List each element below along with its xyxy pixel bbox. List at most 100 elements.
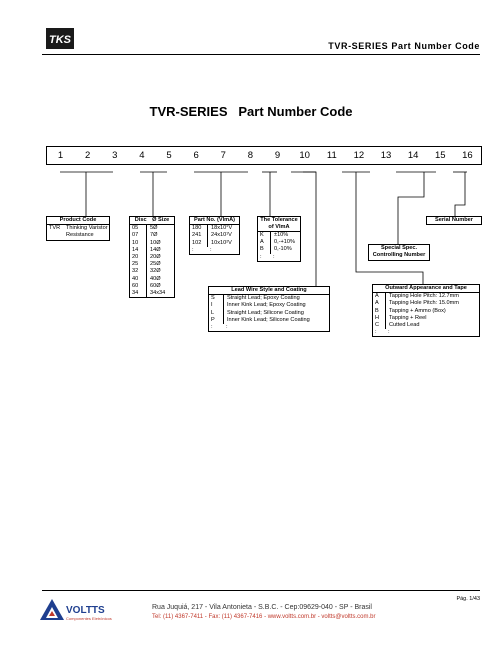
disc-size: 10Ø	[150, 239, 161, 246]
disc-size: 60Ø	[150, 282, 161, 289]
tolerance-code: B	[258, 246, 271, 254]
outward-desc: :	[388, 329, 390, 336]
disc-size-header: Disc Ø Size	[130, 217, 174, 226]
digit-12: 12	[353, 150, 365, 161]
lead-wire-header: Lead Wire Style and Coating	[209, 287, 329, 296]
serial-number-label: Serial Number	[435, 217, 473, 223]
digit-5: 5	[166, 150, 172, 161]
part-code: 241	[190, 232, 208, 240]
header-title: TVR-SERIES Part Number Code	[328, 41, 480, 51]
lead-code: P	[209, 316, 224, 325]
tolerance-header: The Tolerance of VlmA	[258, 217, 300, 232]
outward-header: Outward Appearance and Tape	[373, 285, 479, 294]
disc-size: 5Ø	[150, 225, 158, 232]
outward-code: C	[373, 322, 386, 330]
table-row: ::	[373, 329, 479, 336]
digit-6: 6	[193, 150, 199, 161]
product-code-table: Product Code TVR Thinking Varistor Resis…	[46, 216, 110, 241]
digit-7: 7	[220, 150, 226, 161]
tolerance-value: ±10%	[274, 232, 289, 238]
outward-code: H	[373, 314, 386, 323]
part-number-digits: 1 2 3 4 5 6 7 8 9 10 11 12 13 14 15 16	[46, 146, 482, 165]
size-header: Ø Size	[152, 217, 170, 223]
disc-code: 14	[130, 246, 147, 255]
tolerance-code: K	[258, 232, 271, 240]
part-value: 18x10°V	[211, 225, 233, 232]
svg-text:TKS: TKS	[49, 34, 72, 46]
lead-desc: Straight Lead; Epoxy Coating	[227, 295, 300, 302]
disc-size: 34x34	[150, 290, 166, 297]
outward-code: A	[373, 293, 386, 301]
outward-code: :	[375, 329, 377, 336]
digit-9: 9	[274, 150, 281, 161]
digit-11: 11	[326, 150, 337, 161]
doc-title-sub: Part Number Code	[238, 104, 353, 119]
tolerance-value: 0,-10%	[274, 246, 292, 253]
outward-desc: Tapping + Reel	[389, 314, 427, 321]
digit-13: 13	[380, 150, 392, 161]
part-code: :	[192, 246, 194, 253]
disc-size: 20Ø	[150, 254, 161, 261]
outward-desc: Tapping Hole Pitch: 15.0mm	[389, 300, 459, 307]
outward-desc: Cutted Lead	[389, 322, 420, 329]
digit-3: 3	[112, 150, 118, 161]
footer-divider	[42, 590, 480, 591]
disc-code: 07	[130, 232, 147, 240]
digit-10: 10	[299, 150, 310, 161]
disc-size: 40Ø	[150, 275, 161, 282]
tolerance-code: A	[258, 239, 271, 247]
digit-16: 16	[462, 150, 473, 161]
digit-15: 15	[435, 150, 446, 161]
lead-desc: Inner Kink Lead; Epoxy Coating	[227, 302, 306, 309]
digit-8: 8	[247, 150, 254, 161]
lead-desc: Inner Kink Lead; Silicone Coating	[227, 316, 310, 323]
digit-1: 1	[57, 150, 64, 161]
table-row: K±10%	[258, 232, 300, 240]
lead-desc: :	[226, 324, 228, 331]
voltts-brand: VOLTTS	[66, 605, 105, 616]
tolerance-header-line1: The Tolerance	[260, 217, 298, 223]
lead-desc: Straight Lead; Silicone Coating	[227, 309, 304, 316]
voltts-brand-sub: Componentes Eletrônicos	[66, 616, 112, 621]
outward-desc: Tapping Hole Pitch: 12.7mm	[389, 293, 459, 300]
disc-size: 32Ø	[150, 268, 161, 275]
special-spec-box: Special Spec. Controlling Number	[368, 244, 430, 261]
doc-title-main: TVR-SERIES	[149, 104, 228, 119]
digit-14: 14	[407, 150, 419, 161]
outward-code: A	[373, 300, 386, 308]
serial-number-box: Serial Number	[426, 216, 482, 226]
tolerance-value: :	[273, 253, 275, 260]
digit-4: 4	[139, 150, 145, 161]
disc-code: 34	[130, 290, 147, 298]
part-value: :	[210, 246, 212, 253]
part-no-header: Part No. (VlmA)	[190, 217, 239, 226]
part-value: 10x10²V	[211, 239, 232, 246]
product-code-value: TVR	[49, 225, 61, 232]
product-code-desc: Thinking Varistor Resistance	[66, 225, 108, 239]
header-divider	[42, 54, 480, 55]
disc-code: 20	[130, 254, 147, 262]
product-code-header: Product Code	[47, 217, 109, 226]
